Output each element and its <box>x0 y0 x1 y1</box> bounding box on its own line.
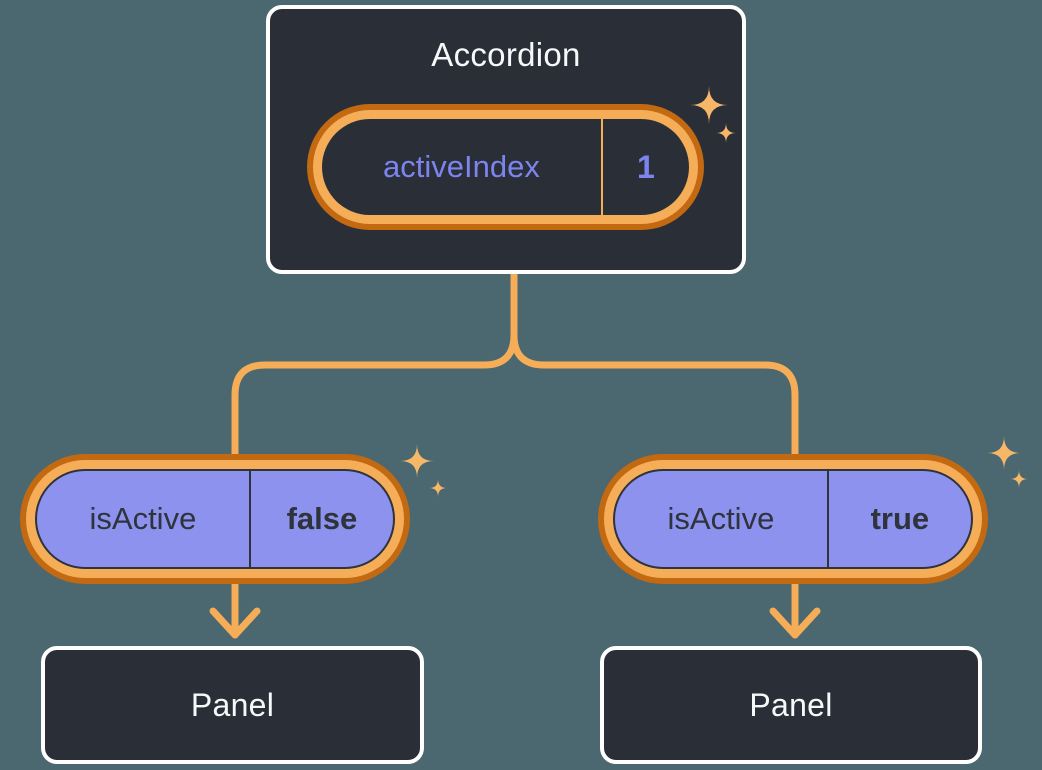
pill-divider <box>248 471 251 567</box>
pill-divider <box>600 119 603 215</box>
state-label: isActive <box>89 501 197 536</box>
sparkle-icon <box>987 436 1021 470</box>
state-label: activeIndex <box>383 149 540 184</box>
arrow-down-icon <box>209 577 261 639</box>
state-pill-isactive-left: isActive false <box>20 454 410 584</box>
sparkle-icon <box>1010 470 1028 488</box>
accordion-card: Accordion activeIndex 1 <box>266 5 746 274</box>
panel-label: Panel <box>190 686 275 723</box>
state-value: 1 <box>637 148 655 185</box>
arrow-down-icon <box>769 577 821 639</box>
sparkle-icon <box>400 444 434 478</box>
component-title: Accordion <box>431 36 581 73</box>
branch-line-right <box>510 273 799 457</box>
state-pill-activeindex: activeIndex 1 <box>307 104 704 230</box>
panel-card-right: Panel <box>600 646 982 764</box>
state-label: isActive <box>667 501 775 536</box>
panel-label: Panel <box>749 686 833 723</box>
branch-line-left <box>231 273 518 457</box>
panel-card-left: Panel <box>41 646 424 764</box>
state-pill-ring: activeIndex 1 <box>313 110 698 224</box>
pill-divider <box>826 471 829 567</box>
state-value: false <box>286 501 358 536</box>
sparkle-icon <box>429 479 447 497</box>
state-value: true <box>870 501 930 536</box>
state-pill-isactive-right: isActive true <box>598 454 988 584</box>
state-pill-ring: isActive false <box>26 460 404 578</box>
state-pill-ring: isActive true <box>604 460 982 578</box>
